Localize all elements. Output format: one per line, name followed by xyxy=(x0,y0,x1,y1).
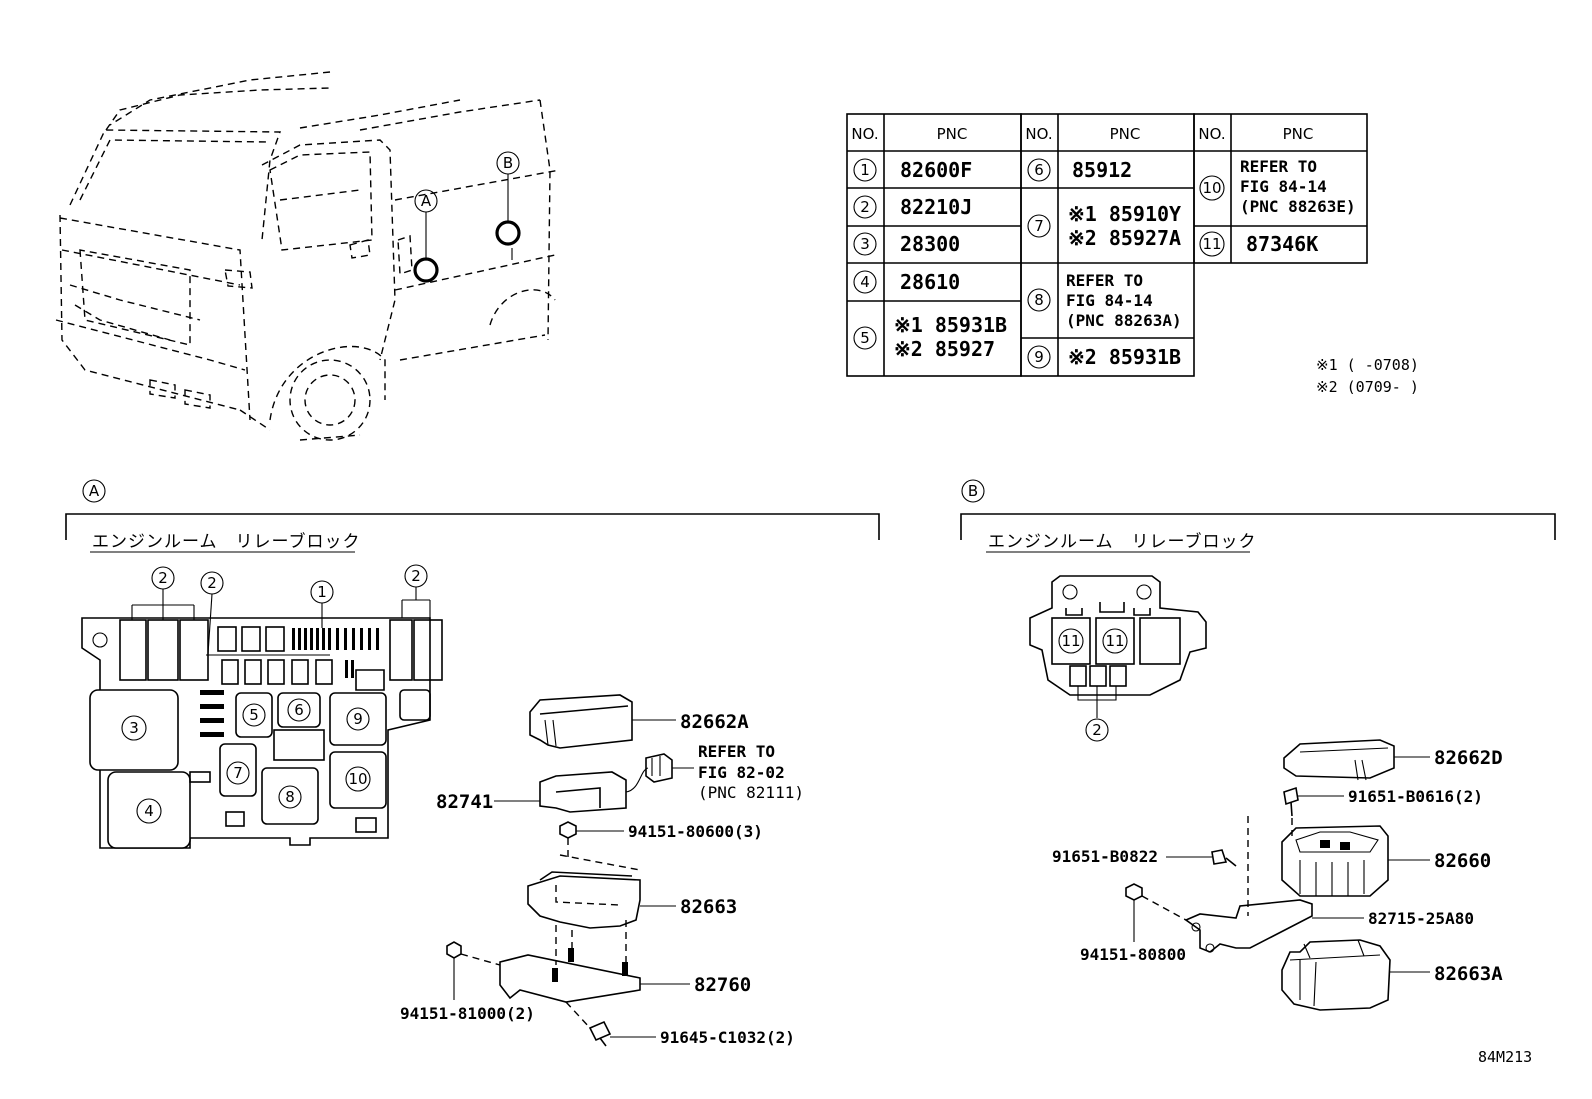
row-pnc-8a: REFER TO xyxy=(1066,271,1143,290)
row-pnc-10c: (PNC 88263E) xyxy=(1240,197,1356,216)
row-no-7: 7 xyxy=(1034,217,1044,235)
label-94151-80800: 94151-80800 xyxy=(1080,945,1186,964)
row-no-6: 6 xyxy=(1034,161,1044,179)
row-no-2: 2 xyxy=(860,198,870,216)
row-pnc-8c: (PNC 88263A) xyxy=(1066,311,1182,330)
row-no-11: 11 xyxy=(1202,235,1221,253)
row-pnc-11: 87346K xyxy=(1246,232,1318,256)
row-pnc-4: 28610 xyxy=(900,270,960,294)
note-1: ※1 ( -0708) xyxy=(1316,356,1419,374)
a-box-9: 9 xyxy=(353,710,363,728)
row-pnc-7a: ※1 85910Y xyxy=(1068,202,1181,226)
section-a-title: エンジンルーム リレーブロック xyxy=(92,531,360,552)
note-2: ※2 (0709- ) xyxy=(1316,378,1419,396)
row-no-5: 5 xyxy=(860,329,870,347)
truck-illustration xyxy=(55,71,561,441)
a-box-8: 8 xyxy=(285,788,295,806)
a-box-2a: 2 xyxy=(158,569,168,587)
label-82662d: 82662D xyxy=(1434,747,1503,769)
label-82760: 82760 xyxy=(694,974,751,996)
header-pnc-1: PNC xyxy=(937,125,968,143)
fuse-strip xyxy=(292,628,379,678)
pnc-table: NO. PNC NO. PNC NO. PNC 1 82600F 2 82210… xyxy=(846,113,1368,377)
header-pnc-2: PNC xyxy=(1110,125,1141,143)
label-94151-81000: 94151-81000(2) xyxy=(400,1004,535,1023)
row-no-8: 8 xyxy=(1034,291,1044,309)
row-no-9: 9 xyxy=(1034,348,1044,366)
b-box-11a: 11 xyxy=(1061,632,1080,650)
row-pnc-8b: FIG 84-14 xyxy=(1066,291,1153,310)
b-box-11b: 11 xyxy=(1105,632,1124,650)
label-refer3: (PNC 82111) xyxy=(698,783,804,802)
figure-code: 84M213 xyxy=(1478,1048,1532,1066)
row-no-4: 4 xyxy=(860,273,870,291)
row-pnc-3: 28300 xyxy=(900,232,960,256)
row-pnc-5a: ※1 85931B xyxy=(894,313,1007,337)
header-no-2: NO. xyxy=(1025,125,1052,143)
row-pnc-10b: FIG 84-14 xyxy=(1240,177,1327,196)
section-b-marker: B xyxy=(968,482,978,500)
header-pnc-3: PNC xyxy=(1283,125,1314,143)
a-box-2c: 2 xyxy=(411,567,421,585)
row-pnc-10a: REFER TO xyxy=(1240,157,1317,176)
label-82663a: 82663A xyxy=(1434,963,1503,985)
row-pnc-6: 85912 xyxy=(1072,158,1132,182)
a-box-6: 6 xyxy=(294,701,304,719)
callout-b-label: B xyxy=(503,154,513,172)
row-no-1: 1 xyxy=(860,161,870,179)
section-a: A エンジンルーム リレーブロック xyxy=(65,479,880,1047)
a-box-7: 7 xyxy=(233,764,243,782)
label-refer1: REFER TO xyxy=(698,742,775,761)
row-no-3: 3 xyxy=(860,235,870,253)
row-pnc-5b: ※2 85927 xyxy=(894,337,995,361)
section-b-title: エンジンルーム リレーブロック xyxy=(988,531,1256,552)
header-no-3: NO. xyxy=(1198,125,1225,143)
a-box-1: 1 xyxy=(317,583,327,601)
row-pnc-9: ※2 85931B xyxy=(1068,345,1181,369)
callout-a: A xyxy=(413,189,439,283)
section-b: B エンジンルーム リレーブロック 11 11 2 82662D 91651-B… xyxy=(960,479,1556,1011)
label-82662a: 82662A xyxy=(680,711,749,733)
row-pnc-7b: ※2 85927A xyxy=(1068,226,1181,250)
a-box-2b: 2 xyxy=(207,574,217,592)
a-box-3: 3 xyxy=(129,719,139,737)
label-82715: 82715-25A80 xyxy=(1368,909,1474,928)
label-refer2: FIG 82-02 xyxy=(698,763,785,782)
header-no-1: NO. xyxy=(851,125,878,143)
row-pnc-1: 82600F xyxy=(900,158,972,182)
row-pnc-2: 82210J xyxy=(900,195,972,219)
label-82663: 82663 xyxy=(680,896,737,918)
a-box-5: 5 xyxy=(249,706,259,724)
label-94151-80600: 94151-80600(3) xyxy=(628,822,763,841)
b-box-2: 2 xyxy=(1092,721,1102,739)
callout-b: B xyxy=(495,151,521,260)
label-91645: 91645-C1032(2) xyxy=(660,1028,795,1047)
label-82741: 82741 xyxy=(436,791,493,813)
a-box-4: 4 xyxy=(144,802,154,820)
row-no-10: 10 xyxy=(1202,179,1221,197)
label-91651-b0616: 91651-B0616(2) xyxy=(1348,787,1483,806)
a-box-10: 10 xyxy=(348,770,367,788)
label-82660: 82660 xyxy=(1434,850,1491,872)
callout-a-label: A xyxy=(421,192,432,210)
label-91651-b0822: 91651-B0822 xyxy=(1052,847,1158,866)
section-a-marker: A xyxy=(89,482,100,500)
